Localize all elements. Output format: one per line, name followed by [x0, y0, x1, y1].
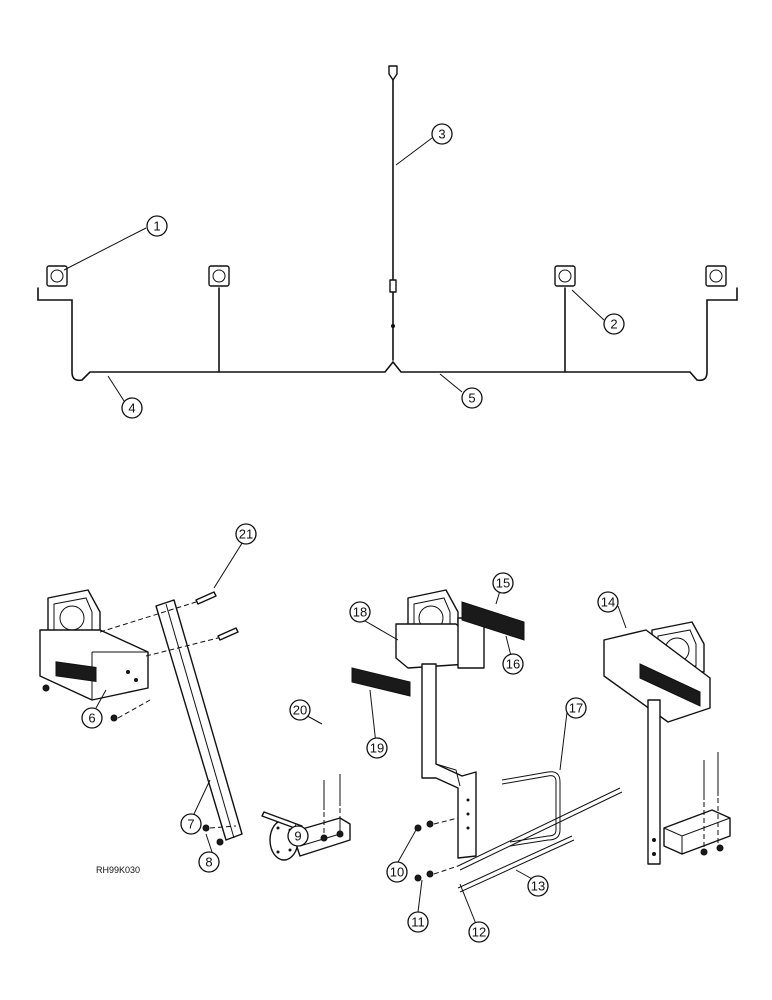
callout-9: 9: [287, 825, 309, 847]
svg-text:5: 5: [468, 391, 475, 406]
callout-16: 16: [502, 653, 524, 675]
svg-text:4: 4: [128, 401, 135, 416]
callout-3: 3: [431, 123, 453, 145]
callout-19: 19: [366, 737, 388, 759]
callout-21: 21: [235, 523, 257, 545]
callout-17: 17: [565, 697, 587, 719]
callout-18: 18: [349, 601, 371, 623]
svg-text:9: 9: [294, 829, 301, 844]
callout-20: 20: [289, 699, 311, 721]
svg-text:12: 12: [472, 925, 486, 940]
leader-lines: [63, 137, 627, 925]
svg-text:8: 8: [205, 855, 212, 870]
callout-7: 7: [180, 813, 202, 835]
svg-text:21: 21: [239, 527, 253, 542]
left-light-assembly: [39, 589, 351, 861]
svg-text:19: 19: [370, 741, 384, 756]
svg-text:7: 7: [187, 817, 194, 832]
svg-text:1: 1: [153, 219, 160, 234]
svg-text:10: 10: [390, 865, 404, 880]
lamp-right-outer: [705, 265, 727, 287]
lamp-left-inner: [208, 265, 230, 287]
center-light-assembly: [351, 589, 623, 893]
callout-12: 12: [468, 921, 490, 943]
lamp-right-inner: [554, 265, 576, 287]
svg-text:16: 16: [506, 657, 520, 672]
drawing-code: RH99K030: [96, 865, 140, 875]
svg-text:6: 6: [88, 711, 95, 726]
callout-13: 13: [527, 875, 549, 897]
callout-8: 8: [198, 851, 220, 873]
svg-text:17: 17: [569, 701, 583, 716]
svg-text:18: 18: [353, 605, 367, 620]
svg-text:3: 3: [438, 127, 445, 142]
svg-text:20: 20: [293, 703, 307, 718]
lamp-left-outer: [46, 265, 68, 287]
callout-1: 1: [146, 215, 168, 237]
svg-text:2: 2: [610, 317, 617, 332]
callout-2: 2: [603, 313, 625, 335]
svg-text:15: 15: [496, 576, 510, 591]
svg-text:11: 11: [411, 915, 425, 930]
svg-text:14: 14: [601, 595, 615, 610]
callout-10: 10: [386, 861, 408, 883]
callout-6: 6: [81, 707, 103, 729]
callout-5: 5: [461, 387, 483, 409]
callout-11: 11: [407, 911, 429, 933]
callout-14: 14: [597, 591, 619, 613]
svg-text:13: 13: [531, 879, 545, 894]
callout-15: 15: [492, 572, 514, 594]
wiring-harness: [37, 65, 738, 382]
callout-4: 4: [121, 397, 143, 419]
right-light-assembly: [603, 621, 731, 865]
